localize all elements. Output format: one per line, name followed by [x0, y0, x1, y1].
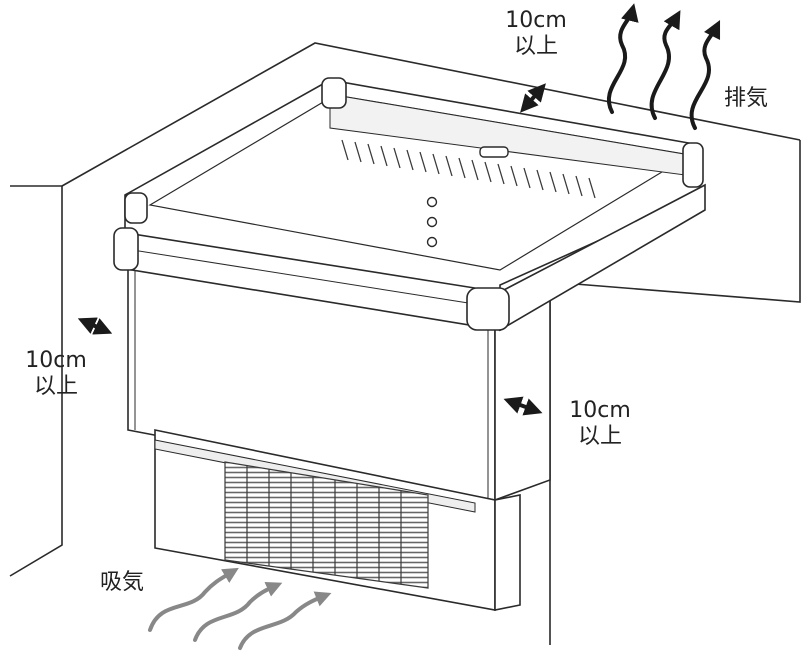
top-clearance-arrow-icon: [520, 83, 546, 113]
left-clearance-value: 10cm: [25, 348, 87, 373]
exhaust-label: 排気: [724, 86, 769, 111]
right-clearance-label: 10cm 以上: [560, 398, 640, 450]
right-clearance-arrow-icon: [503, 396, 543, 416]
exhaust-arrows-icon: [607, 3, 721, 130]
right-clearance-value: 10cm: [569, 398, 631, 423]
top-clearance-label: 10cm 以上: [496, 8, 576, 60]
intake-arrows-icon: [148, 567, 332, 650]
left-clearance-label: 10cm 以上: [16, 348, 96, 400]
intake-label: 吸気: [100, 570, 145, 595]
top-latch: [479, 146, 509, 158]
top-clearance-value: 10cm: [505, 8, 567, 33]
top-frame: [113, 77, 706, 332]
shelf-fins: [341, 139, 596, 199]
left-clearance-suffix: 以上: [33, 374, 78, 399]
vent-grille: [224, 461, 429, 589]
left-clearance-arrow-icon: [77, 317, 113, 335]
interior-pegs: [426, 196, 438, 248]
top-clearance-suffix: 以上: [513, 34, 558, 59]
right-clearance-suffix: 以上: [577, 424, 622, 449]
